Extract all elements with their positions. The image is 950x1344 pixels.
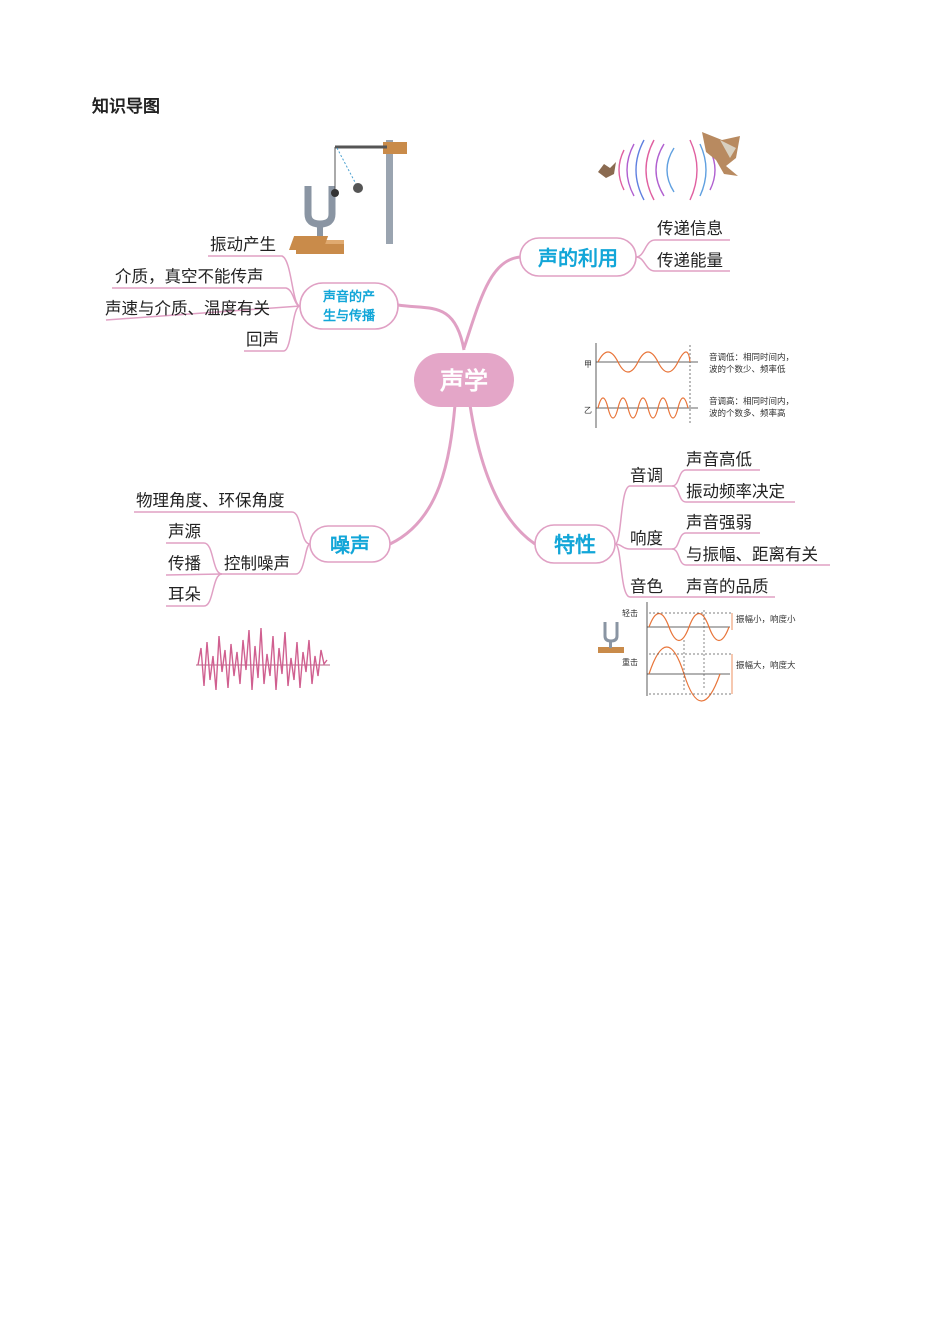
branch-use: 声的利用 传递信息 传递能量	[519, 219, 730, 277]
traits-timbre: 音色	[630, 577, 663, 596]
use-item-1: 传递信息	[657, 219, 723, 238]
loudness-label-heavy: 重击	[622, 657, 638, 667]
branch-production: 声音的产 生与传播 振动产生 介质，真空不能传声 声速与介质、温度有关 回声	[105, 235, 399, 352]
traits-pitch-item-1: 声音高低	[686, 450, 752, 469]
noise-control-1: 声源	[168, 522, 201, 541]
branch-connectors	[389, 255, 536, 546]
noise-control-3: 耳朵	[168, 585, 201, 604]
page-title: 知识导图	[92, 97, 160, 117]
center-node: 声学	[414, 353, 514, 407]
production-label-line2: 生与传播	[323, 308, 376, 324]
production-item-3: 声速与介质、温度有关	[105, 299, 270, 318]
traits-loudness-item-2: 与振幅、距离有关	[686, 545, 818, 564]
loudness-label-light: 轻击	[622, 608, 638, 618]
pitch-desc-a-1: 音调低：相同时间内，	[709, 352, 794, 363]
pitch-figure: 甲 乙 音调低：相同时间内， 波的个数少、频率低 音调高：相同时间内， 波的个数…	[584, 343, 794, 428]
noise-control-2: 传播	[168, 554, 202, 573]
production-item-1: 振动产生	[210, 235, 276, 254]
traits-pitch: 音调	[630, 466, 663, 485]
pitch-desc-b-2: 波的个数多、频率高	[709, 408, 786, 419]
production-item-2: 介质，真空不能传声	[115, 267, 264, 286]
traits-pitch-item-2: 振动频率决定	[686, 482, 785, 501]
pitch-label-a: 甲	[584, 360, 592, 369]
traits-label: 特性	[554, 533, 596, 557]
loudness-desc-light: 振幅小，响度小	[736, 614, 796, 625]
production-label-line1: 声音的产	[322, 289, 375, 305]
tuning-fork-pendulum-icon	[289, 140, 407, 254]
use-label: 声的利用	[537, 246, 618, 270]
tuning-fork-icon	[598, 622, 624, 653]
traits-loudness: 响度	[630, 529, 663, 548]
production-item-4: 回声	[246, 330, 279, 349]
pitch-desc-a-2: 波的个数少、频率低	[709, 364, 786, 375]
center-label: 声学	[439, 367, 488, 395]
branch-noise: 噪声 物理角度、环保角度 控制噪声 声源 传播 耳朵	[134, 491, 391, 607]
traits-timbre-item-1: 声音的品质	[686, 577, 769, 596]
noise-control-label: 控制噪声	[224, 554, 290, 573]
pitch-desc-b-1: 音调高：相同时间内，	[709, 396, 794, 407]
traits-loudness-item-1: 声音强弱	[686, 513, 752, 532]
noise-item-top: 物理角度、环保角度	[136, 491, 285, 510]
branch-traits: 特性 音调 声音高低 振动频率决定 响度 声音强弱 与振幅、距离有关 音色 声音…	[534, 450, 830, 598]
loudness-desc-heavy: 振幅大，响度大	[736, 660, 796, 671]
noise-label: 噪声	[330, 533, 370, 557]
loudness-figure: 轻击 重击 振幅小，响度小 振幅大，响度大	[598, 602, 796, 702]
pitch-label-b: 乙	[584, 406, 592, 415]
noise-waveform-icon	[196, 627, 330, 691]
use-item-2: 传递能量	[657, 251, 723, 270]
bat-sound-waves-icon	[598, 132, 740, 201]
